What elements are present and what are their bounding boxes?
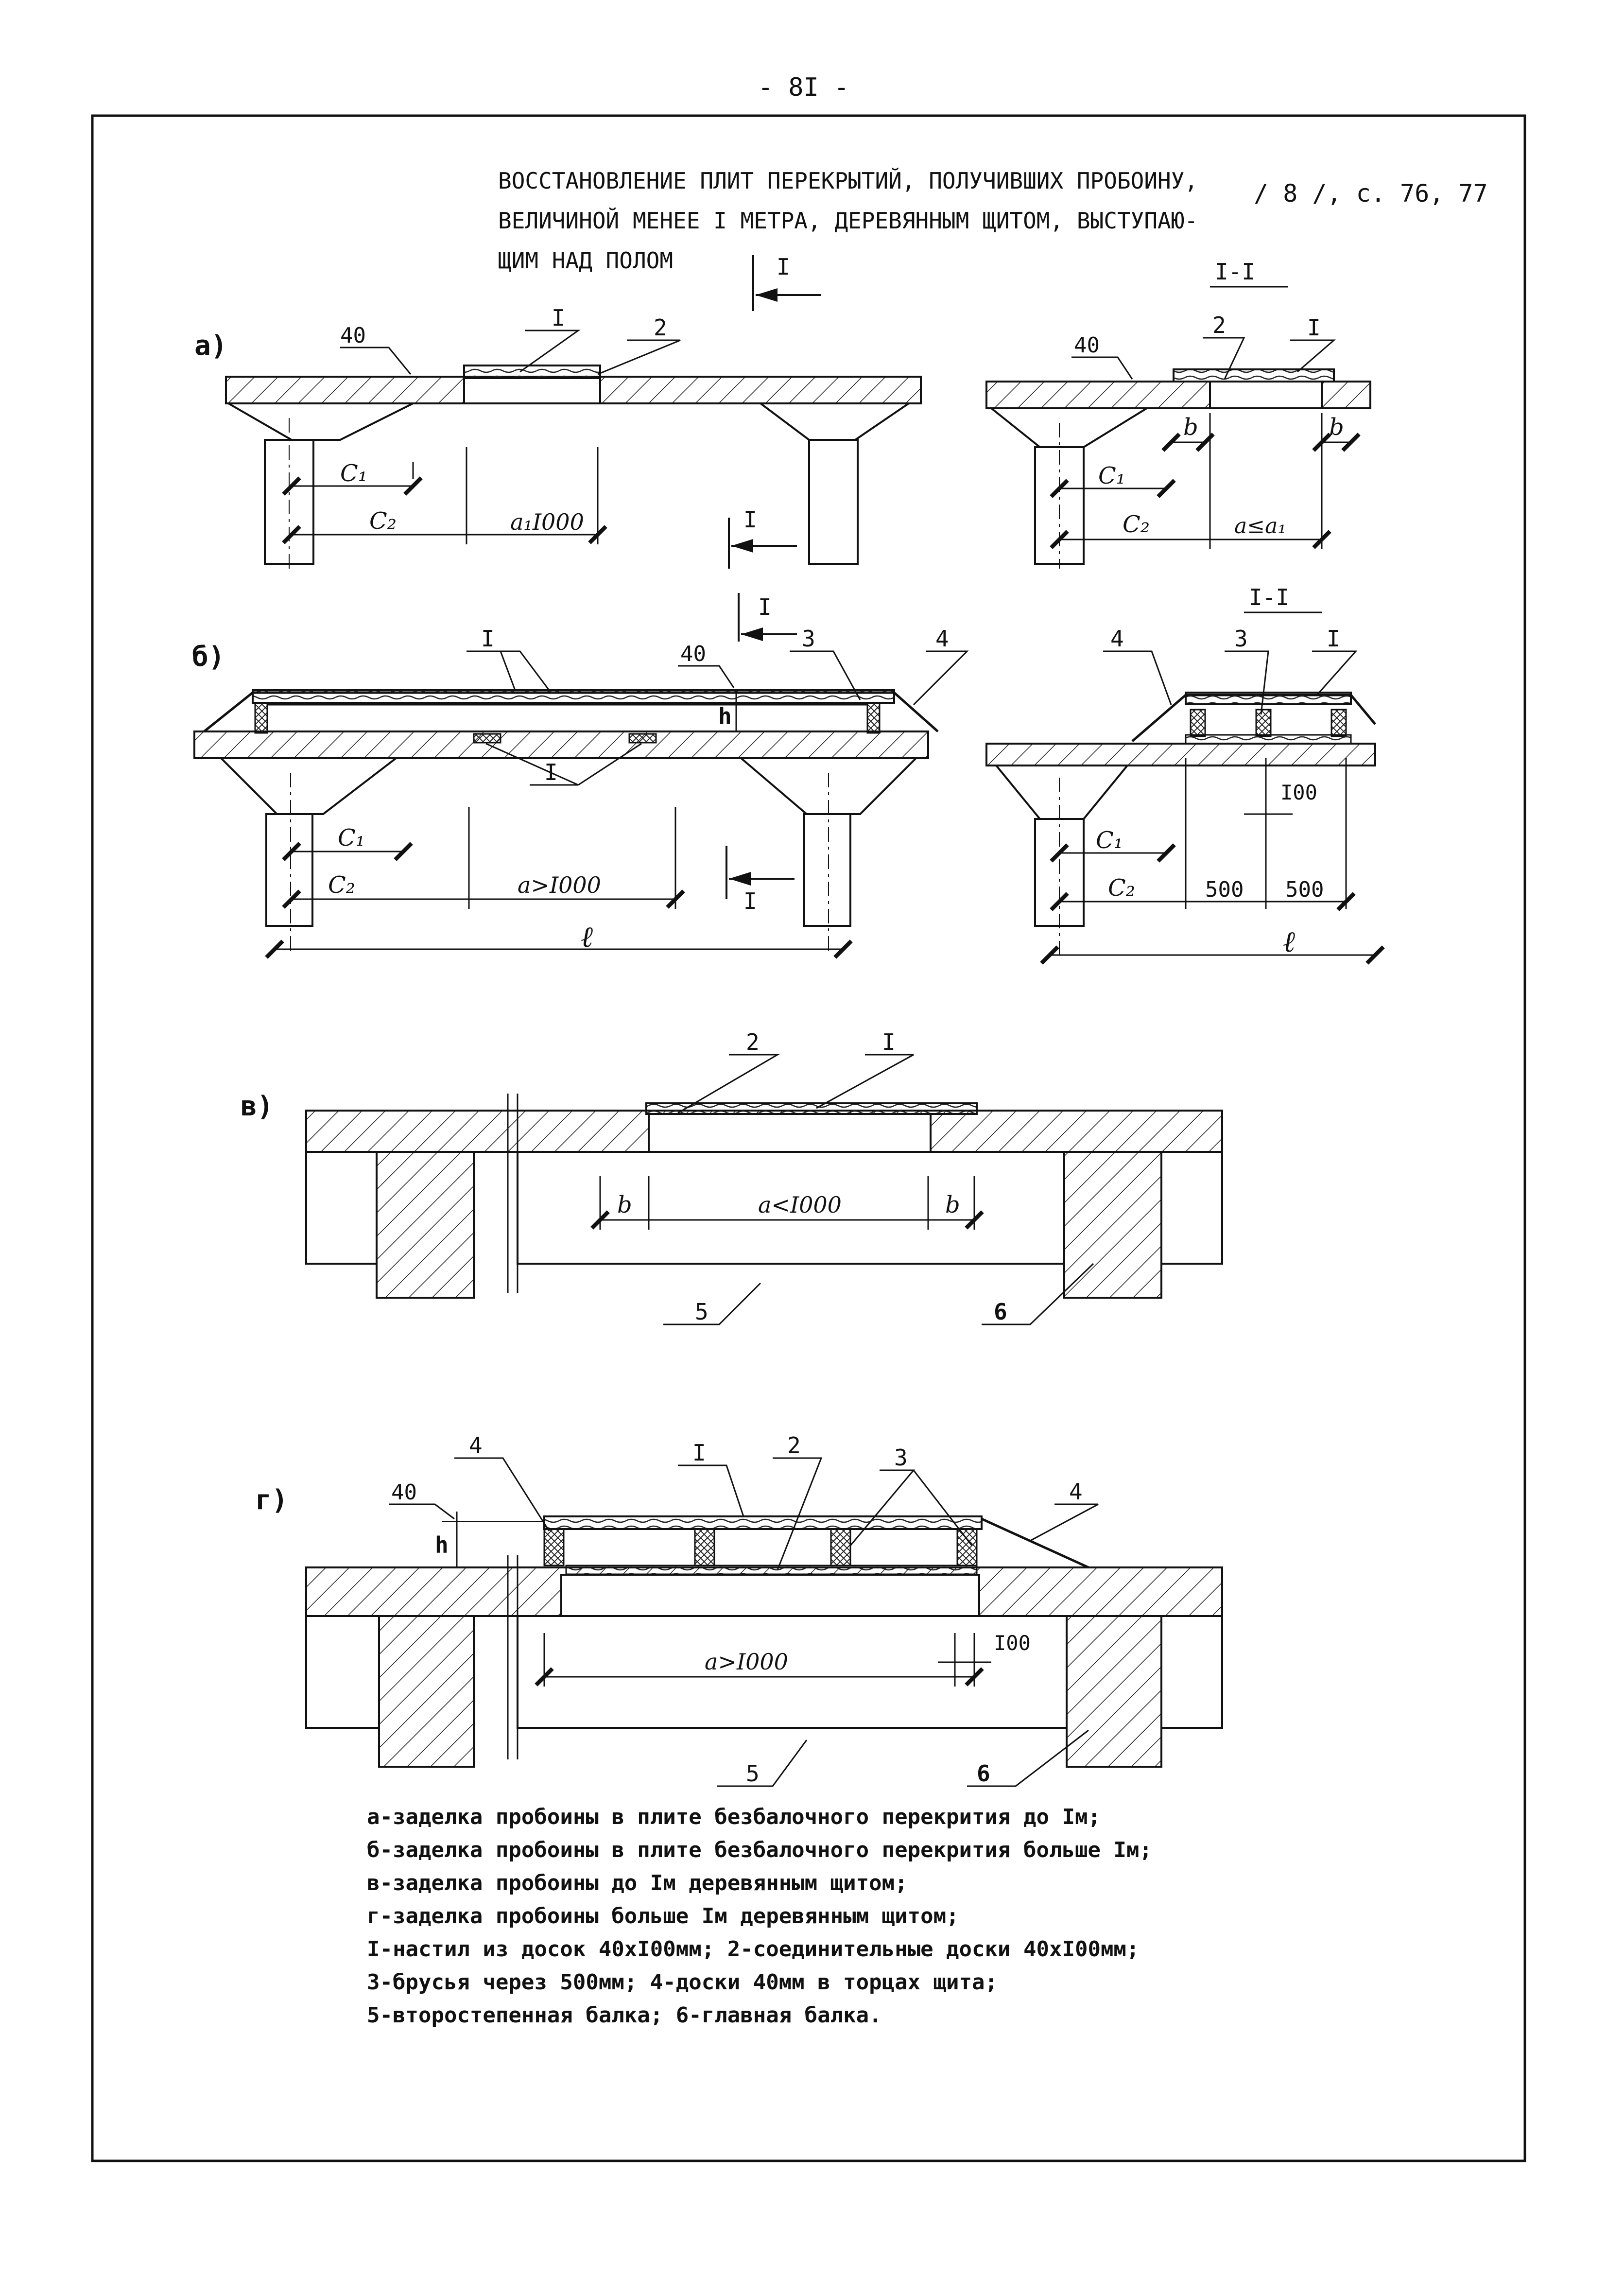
legend-item: б-заделка пробоины в плите безбалочного … (367, 1838, 1152, 1862)
figure-b-section-callout-3: 3 (1234, 626, 1248, 652)
figure-g-letter: г) (255, 1484, 288, 1516)
figure-b-letter: б) (192, 641, 225, 673)
figure-g-callout-2: 2 (787, 1432, 801, 1459)
figure-a-callout-2: 2 (654, 314, 667, 341)
figure-a-section-mark-bottom: I (743, 506, 757, 533)
figure-g-span-label: a>I000 (705, 1649, 788, 1675)
figure-b-section-c1: C₁ (1096, 827, 1123, 854)
figure-b: б) I C₁ C₂ a>I000 ℓ I 40 h 3 (192, 584, 1385, 965)
page-number: - 8I - (758, 73, 849, 102)
figure-g-dim-100: I00 (994, 1631, 1031, 1655)
figure-b-callout-3: 3 (802, 626, 815, 652)
page-frame (91, 114, 1526, 2162)
figure-g-callout-4-right: 4 (1069, 1478, 1083, 1505)
figure-b-c1-label: C₁ (338, 824, 365, 852)
figure-a-column-head-left (225, 402, 414, 441)
figure-g-callout-6: 6 (977, 1760, 990, 1787)
legend-item: в-заделка пробоины до Iм деревянным щито… (367, 1871, 908, 1896)
title-line-1: ВОССТАНОВЛЕНИЕ ПЛИТ ПЕРЕКРЫТИЙ, ПОЛУЧИВШ… (498, 168, 1198, 194)
figure-v-callout-2: 2 (746, 1029, 760, 1055)
figure-a-dim-40: 40 (340, 323, 366, 348)
figure-b-section-dim-100: I00 (1280, 781, 1317, 804)
figure-a-section-callout-2: 2 (1212, 312, 1226, 338)
legend-list: а-заделка пробоины в плите безбалочного … (367, 1801, 1533, 2032)
figure-b-section-l: ℓ (1283, 925, 1295, 959)
legend-item: г-заделка пробоины больше Iм деревянным … (367, 1904, 959, 1929)
figure-b-c2-label: C₂ (328, 871, 355, 899)
figure-v-b-right: b (945, 1191, 960, 1218)
figure-a-span-label: a₁I000 (510, 509, 584, 535)
figure-v-callout-6: 6 (994, 1299, 1007, 1325)
figure-g-dim-40: 40 (391, 1480, 417, 1505)
figure-b-section-title: I-I (1249, 584, 1289, 610)
figure-g-callout-1: I (692, 1440, 706, 1466)
figure-a-c2-label: C₂ (369, 507, 397, 535)
title-line-3: ЩИМ НАД ПОЛОМ (498, 247, 673, 274)
figure-g-callout-3: 3 (894, 1444, 908, 1471)
figure-v: в) b a<I000 b 2 I 5 6 (241, 1029, 1223, 1325)
figure-b-section-dim-500-right: 500 (1285, 877, 1324, 902)
figure-b-section-mark-bottom: I (743, 888, 757, 914)
figure-a-section-b-right: b (1329, 414, 1344, 441)
reference-label: / 8 /, с. 76, 77 (1254, 179, 1488, 208)
figure-b-section-callout-1: I (1327, 626, 1340, 652)
figure-b-section-c2: C₂ (1108, 874, 1135, 902)
figure-v-callout-1: I (882, 1029, 896, 1055)
figure-b-callout-4: 4 (935, 626, 949, 652)
figure-a-section-callout-1: I (1307, 314, 1321, 341)
figure-a-section-b-left: b (1183, 414, 1198, 441)
figure-b-section-mark-top: I (758, 594, 772, 620)
figure-a-section-title: I-I (1215, 259, 1255, 285)
figure-g-h-label: h (435, 1532, 449, 1558)
figure-a-section-c2: C₂ (1123, 511, 1150, 538)
figure-b-callout-1-top: I (481, 626, 495, 652)
legend-item: I-настил из досок 40xI00мм; 2-соединител… (367, 1937, 1140, 1962)
figure-a-c1-label: C₁ (340, 460, 367, 487)
figure-a-letter: а) (194, 330, 227, 362)
figure-b-dim-40: 40 (680, 642, 706, 666)
legend-item: 3-брусья через 500мм; 4-доски 40мм в тор… (367, 1970, 998, 1995)
figure-b-section-callout-4: 4 (1110, 626, 1124, 652)
figure-a: а) I C₁ C₂ a₁I000 40 I 2 (194, 254, 1371, 569)
figure-a-section-dim-40: 40 (1074, 333, 1100, 358)
figure-v-span-label: a<I000 (758, 1192, 842, 1218)
figure-g-callout-5: 5 (746, 1760, 760, 1787)
figure-b-l-label: ℓ (581, 920, 593, 954)
figure-b-h-label: h (718, 703, 732, 730)
figure-v-letter: в) (241, 1091, 273, 1122)
figure-b-span-label: a>I000 (518, 872, 601, 898)
figure-a-section-c1: C₁ (1098, 462, 1125, 489)
figure-v-callout-5: 5 (695, 1299, 708, 1325)
figure-a-section-mark-top: I (777, 254, 790, 280)
figure-g: г) a>I000 I00 40 h 4 I 2 3 (255, 1432, 1223, 1787)
figure-a-section-span: a≤a₁ (1234, 514, 1286, 539)
title-line-2: ВЕЛИЧИНОЙ МЕНЕЕ I МЕТРА, ДЕРЕВЯННЫМ ЩИТО… (498, 208, 1198, 234)
figure-b-section-dim-500-left: 500 (1205, 877, 1244, 902)
figure-g-callout-4-left: 4 (469, 1432, 483, 1459)
legend-item: 5-второстепенная балка; 6-главная балка. (367, 2003, 882, 2028)
figure-a-column-right (808, 439, 859, 565)
figure-a-callout-1: I (552, 305, 565, 331)
figure-v-b-left: b (617, 1191, 632, 1218)
legend-item: а-заделка пробоины в плите безбалочного … (367, 1805, 1101, 1829)
figure-a-column-head-right (758, 402, 912, 441)
